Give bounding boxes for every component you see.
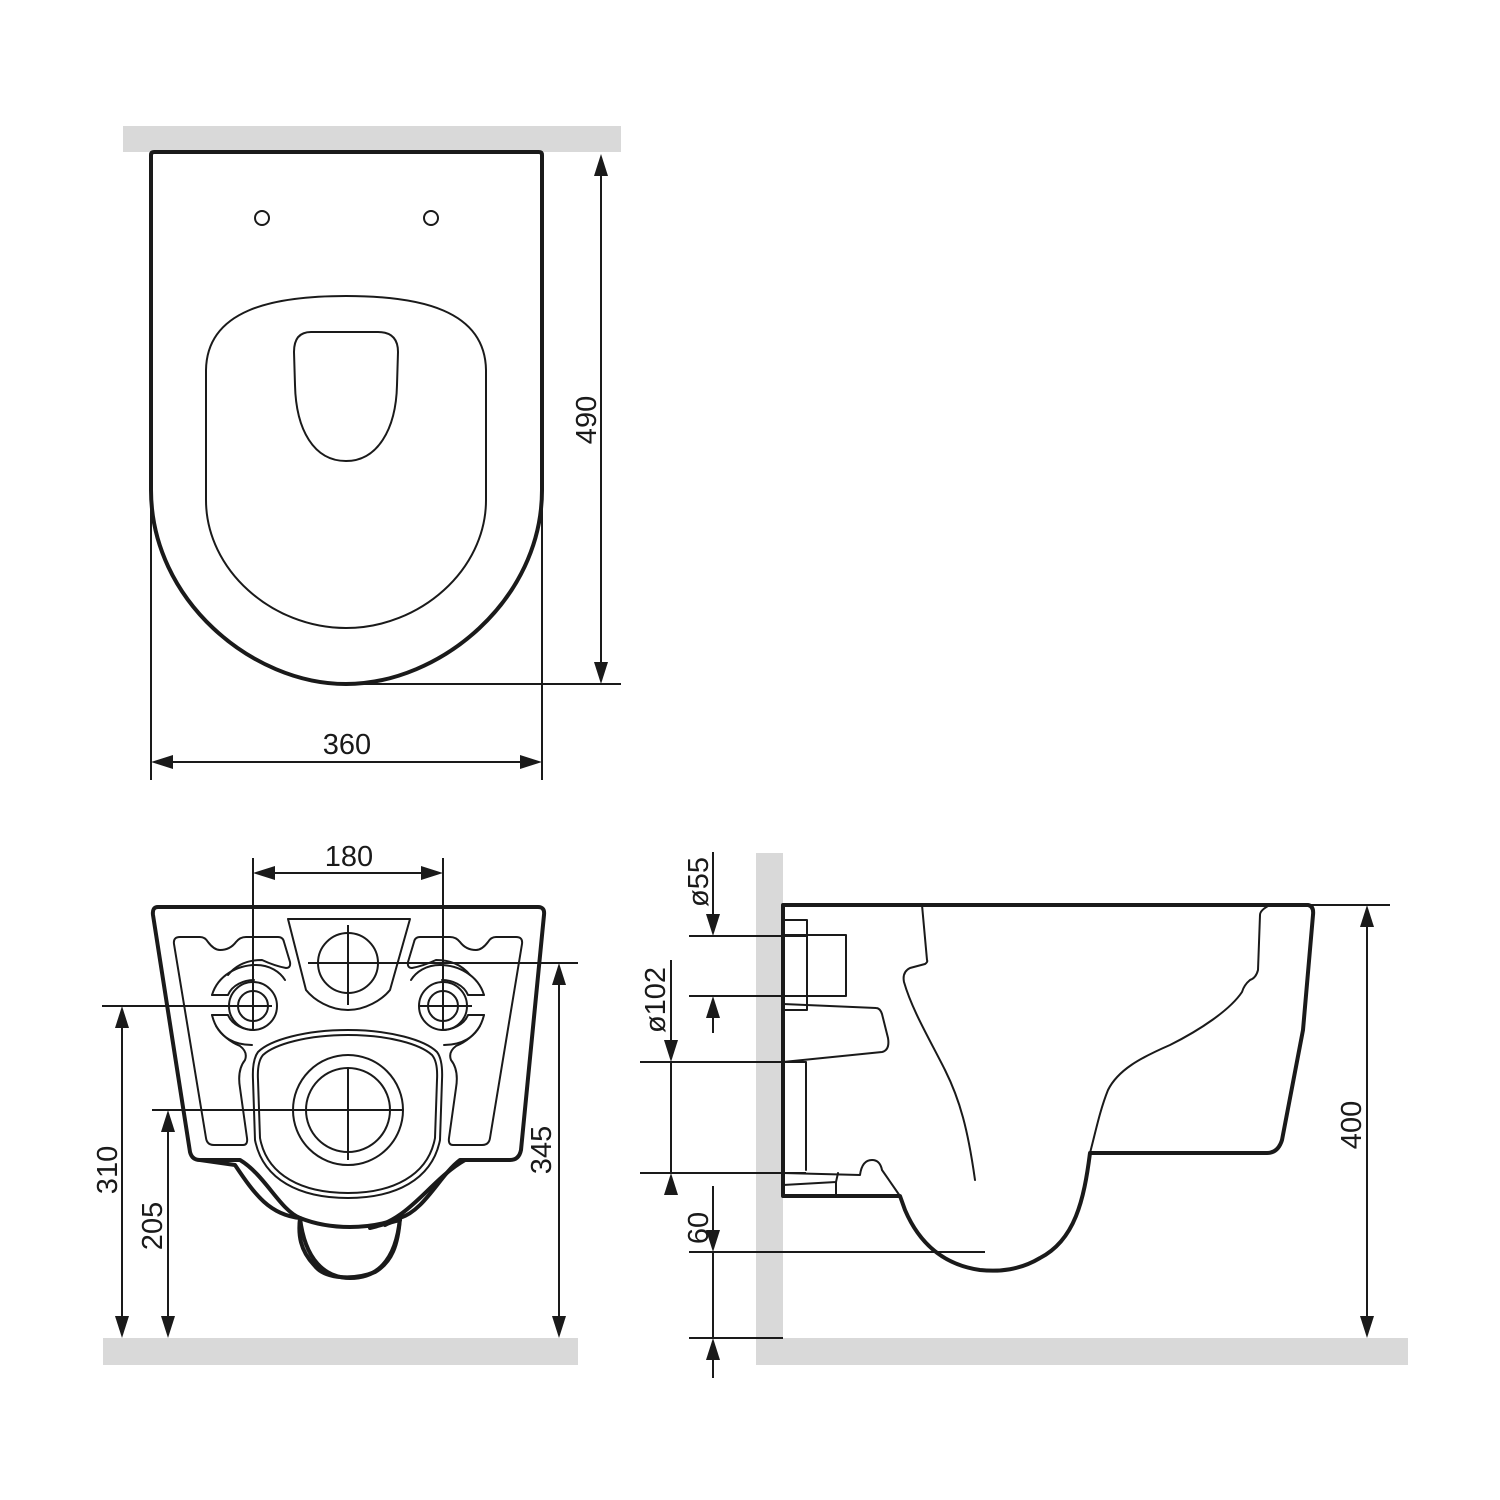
dimension-bolt-height-label: 310	[92, 1146, 124, 1194]
dimension-inlet-height-label: 345	[526, 1126, 558, 1174]
dimension-outlet-height-label: 205	[137, 1202, 169, 1250]
floor-bar-side	[756, 1338, 1408, 1365]
dimension-inlet-diameter-label: ø55	[683, 857, 715, 907]
bowl-outline-side	[781, 903, 1316, 1273]
bowl-opening	[293, 331, 399, 462]
outlet-shield-outer	[251, 1029, 444, 1199]
dimension-rim-height-label: 400	[1336, 1101, 1368, 1149]
bowl-outline-top	[149, 150, 544, 686]
dimension-outlet-diameter-label: ø102	[640, 967, 672, 1033]
front-view: 180 310 205 345	[92, 841, 578, 1365]
seat-hinge-hole-right	[423, 210, 439, 226]
dimension-bolt-spacing-label: 180	[325, 841, 373, 873]
seat-hinge-hole-left	[254, 210, 270, 226]
floor-bar-front	[103, 1338, 578, 1365]
frame-inner-left	[179, 936, 292, 976]
seat-outline	[205, 295, 487, 629]
side-view: ø55 ø102 60 400	[640, 852, 1408, 1378]
wall-bar-side	[756, 853, 783, 1365]
dimension-depth-label: 490	[571, 396, 603, 444]
dimension-width-label: 360	[323, 729, 371, 761]
dimension-bottom-clearance-label: 60	[683, 1212, 715, 1244]
wall-bar-top	[123, 126, 621, 152]
top-view: 490 360	[123, 126, 621, 780]
inlet-housing	[287, 918, 411, 1011]
